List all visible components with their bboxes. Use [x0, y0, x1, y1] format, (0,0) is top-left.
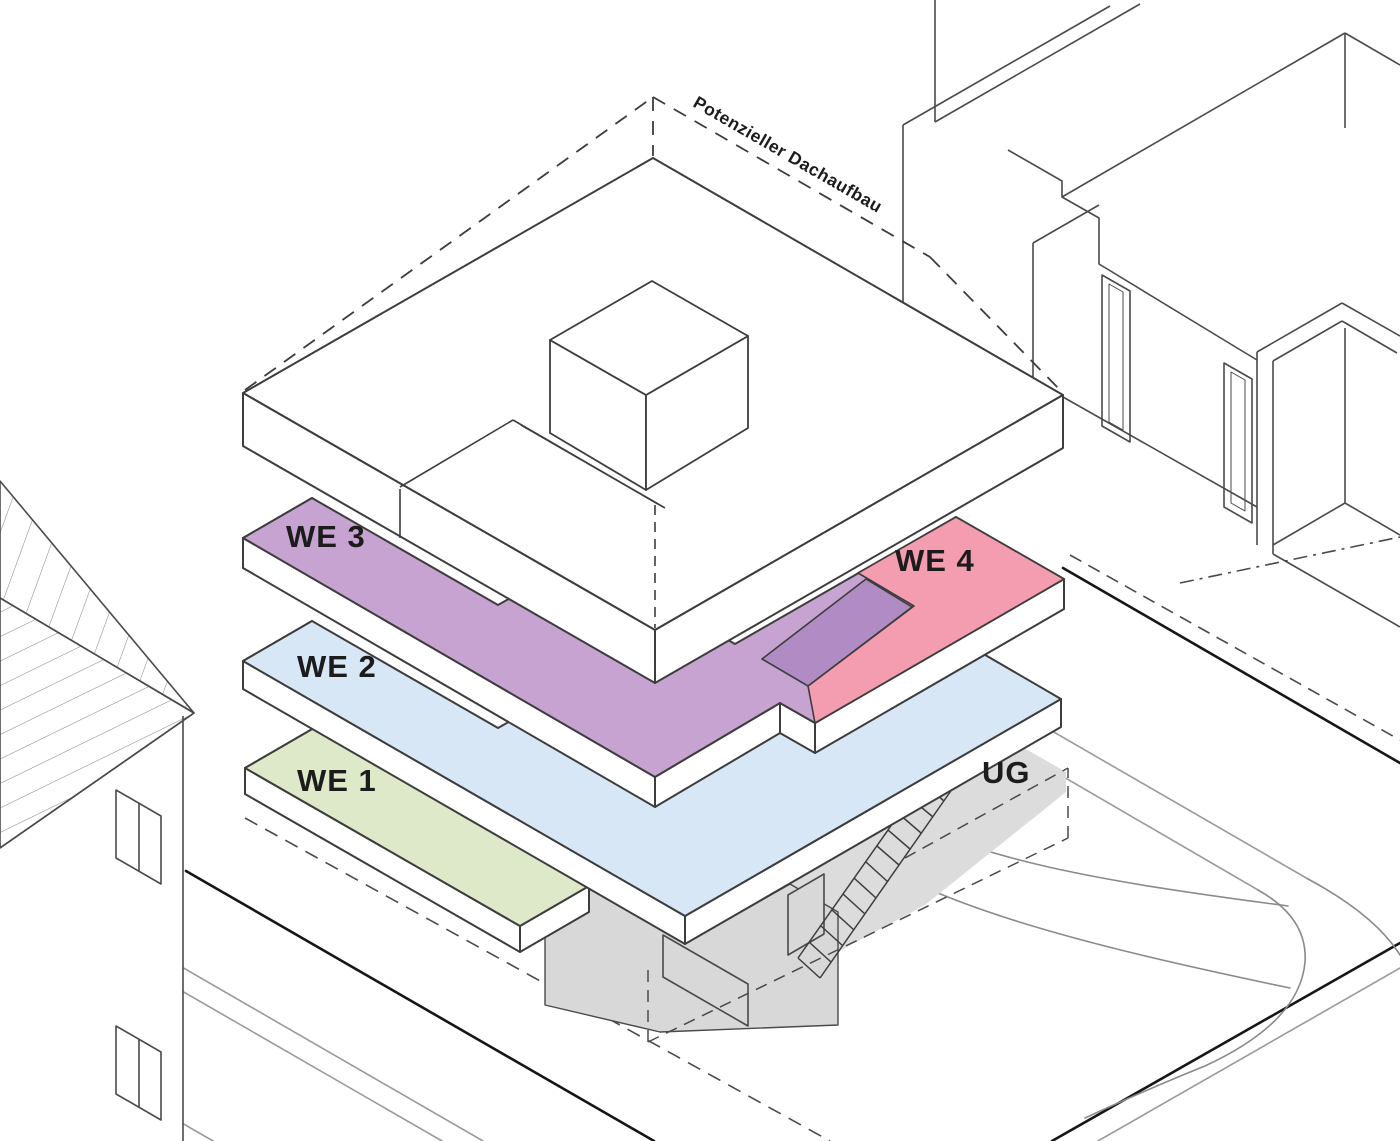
we4-floor [807, 516, 1065, 724]
stair-bulkhead [549, 280, 749, 491]
label-we3: WE 3 [286, 519, 366, 554]
window [1223, 362, 1253, 524]
property-lines [244, 536, 1400, 1141]
basement-hidden-outline [647, 767, 1069, 1043]
street-corner-curve [1307, 878, 1400, 956]
we3-we4-overlap [761, 578, 913, 687]
unit-plate-we1 [244, 727, 590, 953]
label-we1: WE 1 [297, 763, 377, 798]
roof-outline-dashed [244, 96, 1064, 394]
label-we2: WE 2 [297, 649, 377, 684]
context-building-right [902, 0, 1400, 628]
label-we4: WE 4 [895, 543, 975, 578]
context-building-left [0, 480, 195, 1141]
label-ug: UG [982, 755, 1031, 790]
window [1101, 274, 1131, 443]
